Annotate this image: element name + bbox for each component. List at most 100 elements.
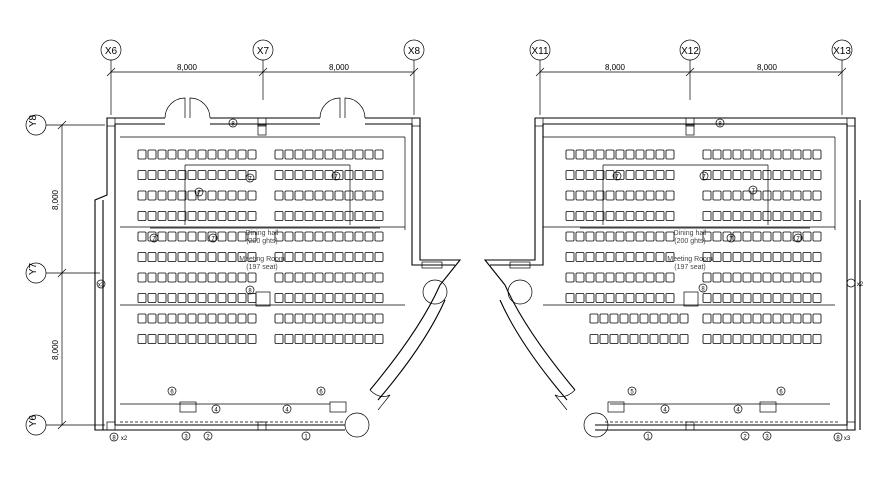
chair — [274, 170, 284, 180]
chair — [782, 334, 792, 344]
chair — [157, 170, 167, 180]
chair — [575, 211, 585, 221]
chair — [344, 313, 354, 324]
chair — [304, 231, 314, 242]
chair — [635, 170, 645, 180]
chair — [274, 211, 284, 221]
right-wiring — [580, 124, 840, 423]
chair — [334, 252, 344, 262]
chair — [595, 293, 605, 303]
chair — [187, 211, 197, 221]
chair — [772, 272, 782, 283]
chair — [635, 211, 645, 221]
left-plan: X6 X7 X8 8,000 8,000 Y8 Y7 Y6 — [25, 39, 462, 442]
chair — [334, 272, 344, 283]
chair — [605, 149, 615, 160]
chair — [157, 211, 167, 221]
chair — [354, 149, 364, 160]
chair — [679, 334, 689, 344]
chair — [782, 252, 792, 262]
chair — [712, 334, 722, 344]
right-room-label-1-sub: (200 ghts) — [674, 238, 706, 245]
chair — [304, 170, 314, 180]
chair — [167, 231, 177, 242]
chair — [812, 149, 822, 160]
chair — [732, 252, 742, 262]
chair — [294, 293, 304, 303]
chair — [334, 334, 344, 344]
chair — [137, 272, 147, 283]
left-wiring — [120, 124, 380, 423]
chair — [782, 293, 792, 303]
chair — [812, 190, 822, 201]
tag: 6 — [779, 390, 783, 396]
chair — [585, 272, 595, 283]
chair — [645, 190, 655, 201]
chair — [772, 313, 782, 324]
chair — [575, 252, 585, 262]
chair — [752, 170, 762, 180]
chair — [669, 334, 679, 344]
chair — [732, 170, 742, 180]
chair — [217, 272, 227, 283]
chair — [619, 313, 629, 324]
chair — [635, 252, 645, 262]
chair — [772, 190, 782, 201]
chair — [605, 170, 615, 180]
chair — [167, 293, 177, 303]
chair — [284, 272, 294, 283]
chair — [702, 211, 712, 221]
chair — [187, 334, 197, 344]
chair — [609, 334, 619, 344]
chair — [792, 149, 802, 160]
chair — [157, 149, 167, 160]
chair — [702, 293, 712, 303]
chair — [772, 170, 782, 180]
chair — [575, 272, 585, 283]
chair — [742, 149, 752, 160]
chair — [374, 231, 384, 242]
chair — [177, 252, 187, 262]
chair — [629, 334, 639, 344]
chair — [742, 272, 752, 283]
chair — [167, 149, 177, 160]
chair — [147, 334, 157, 344]
chair — [314, 252, 324, 262]
chair — [344, 293, 354, 303]
chair — [812, 272, 822, 283]
chair — [304, 149, 314, 160]
chair — [247, 231, 257, 242]
chair — [732, 149, 742, 160]
chair — [605, 190, 615, 201]
chair — [167, 252, 177, 262]
chair — [565, 293, 575, 303]
chair — [197, 293, 207, 303]
chair — [147, 272, 157, 283]
chair — [645, 272, 655, 283]
chair — [812, 170, 822, 180]
chair — [732, 231, 742, 242]
chair — [157, 334, 167, 344]
chair — [284, 313, 294, 324]
chair — [207, 211, 217, 221]
right-walls — [483, 117, 861, 438]
chair — [314, 170, 324, 180]
chair — [565, 231, 575, 242]
chair — [645, 231, 655, 242]
chair — [217, 334, 227, 344]
chair — [782, 190, 792, 201]
chair — [197, 231, 207, 242]
chair — [284, 293, 294, 303]
chair — [742, 170, 752, 180]
chair — [615, 211, 625, 221]
tag: x2 — [121, 436, 128, 442]
chair — [635, 149, 645, 160]
chair — [304, 252, 314, 262]
chair — [585, 170, 595, 180]
chair — [217, 293, 227, 303]
right-grid-x: X11 X12 X13 — [529, 39, 853, 115]
left-dim-x-2: 8,000 — [329, 63, 350, 72]
chair — [575, 293, 585, 303]
chair — [565, 252, 575, 262]
chair — [742, 211, 752, 221]
